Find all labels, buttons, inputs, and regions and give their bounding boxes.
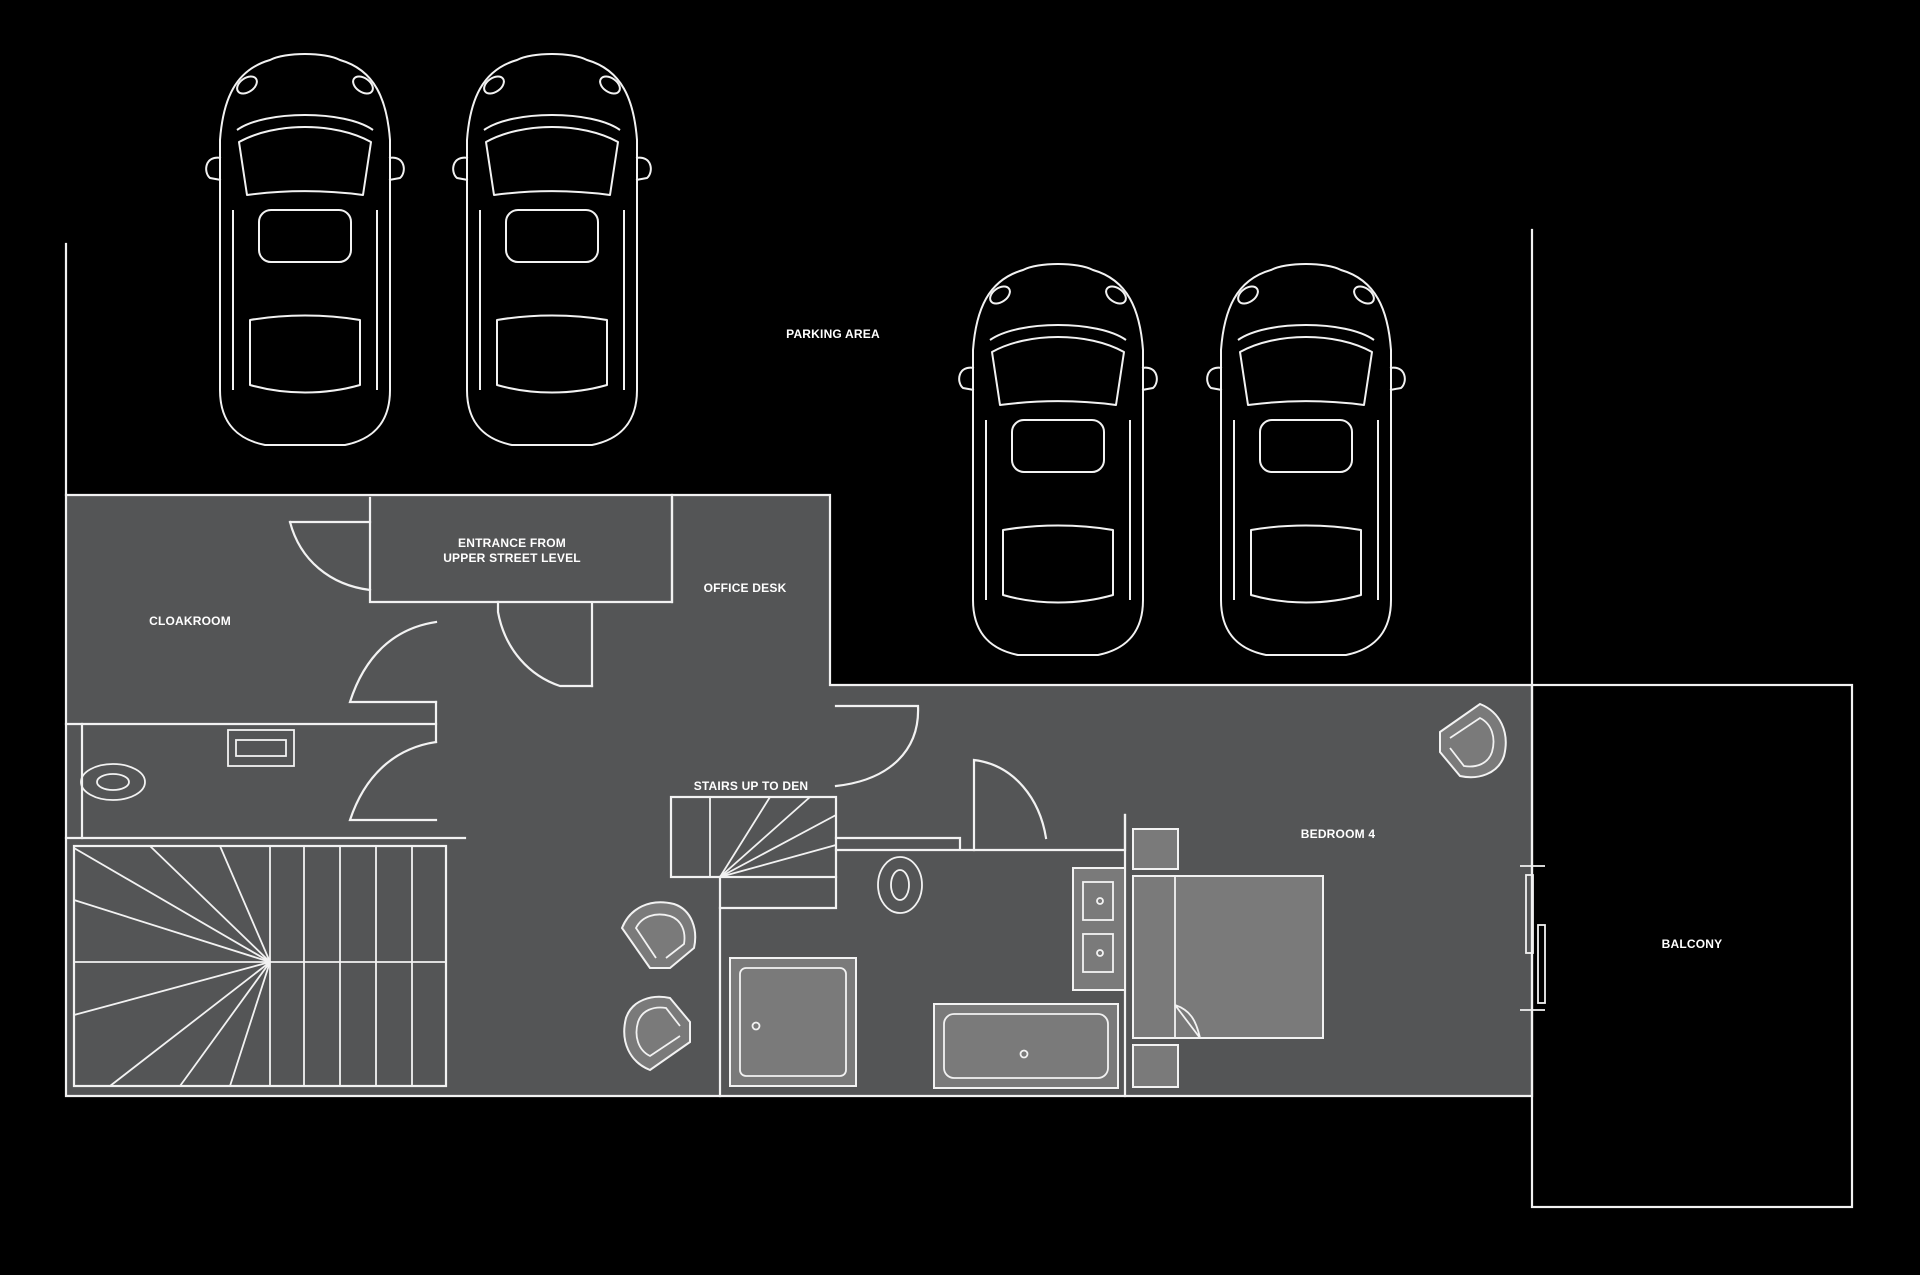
entrance-label-line1: ENTRANCE FROM (458, 536, 566, 550)
stair-wall (718, 875, 838, 910)
door-swing-icon (348, 740, 438, 822)
window-icon (1520, 865, 1546, 1011)
bathtub-icon (933, 1003, 1119, 1089)
door-swing-icon (288, 520, 372, 592)
door-swing-icon (348, 620, 438, 704)
shower-tray-icon (729, 957, 857, 1087)
sink-icon (1072, 867, 1126, 991)
car-icon (1206, 263, 1406, 656)
staircase-icon (72, 844, 448, 1088)
car-icon (205, 53, 405, 446)
door-swing-icon (972, 758, 1048, 852)
toilet-icon (80, 762, 146, 801)
entrance-label-line2: UPPER STREET LEVEL (443, 551, 581, 565)
office-desk-label: OFFICE DESK (704, 581, 787, 595)
parking-area-label: PARKING AREA (786, 327, 880, 341)
cloakroom-wall (64, 700, 438, 726)
sink-icon (227, 729, 295, 767)
balcony-label: BALCONY (1662, 937, 1723, 951)
door-swing-icon (496, 600, 594, 688)
bathroom-wall (718, 813, 1127, 1098)
stairs-label: STAIRS UP TO DEN (694, 779, 809, 793)
double-bed-icon (1132, 828, 1324, 1088)
car-icon (958, 263, 1158, 656)
cloakroom-wall (64, 722, 467, 840)
door-swing-icon (834, 704, 920, 788)
toilet-icon (877, 856, 923, 914)
bedroom-label: BEDROOM 4 (1301, 827, 1376, 841)
balcony-area (1530, 683, 1854, 1209)
car-icon (452, 53, 652, 446)
cloakroom-label: CLOAKROOM (149, 614, 231, 628)
